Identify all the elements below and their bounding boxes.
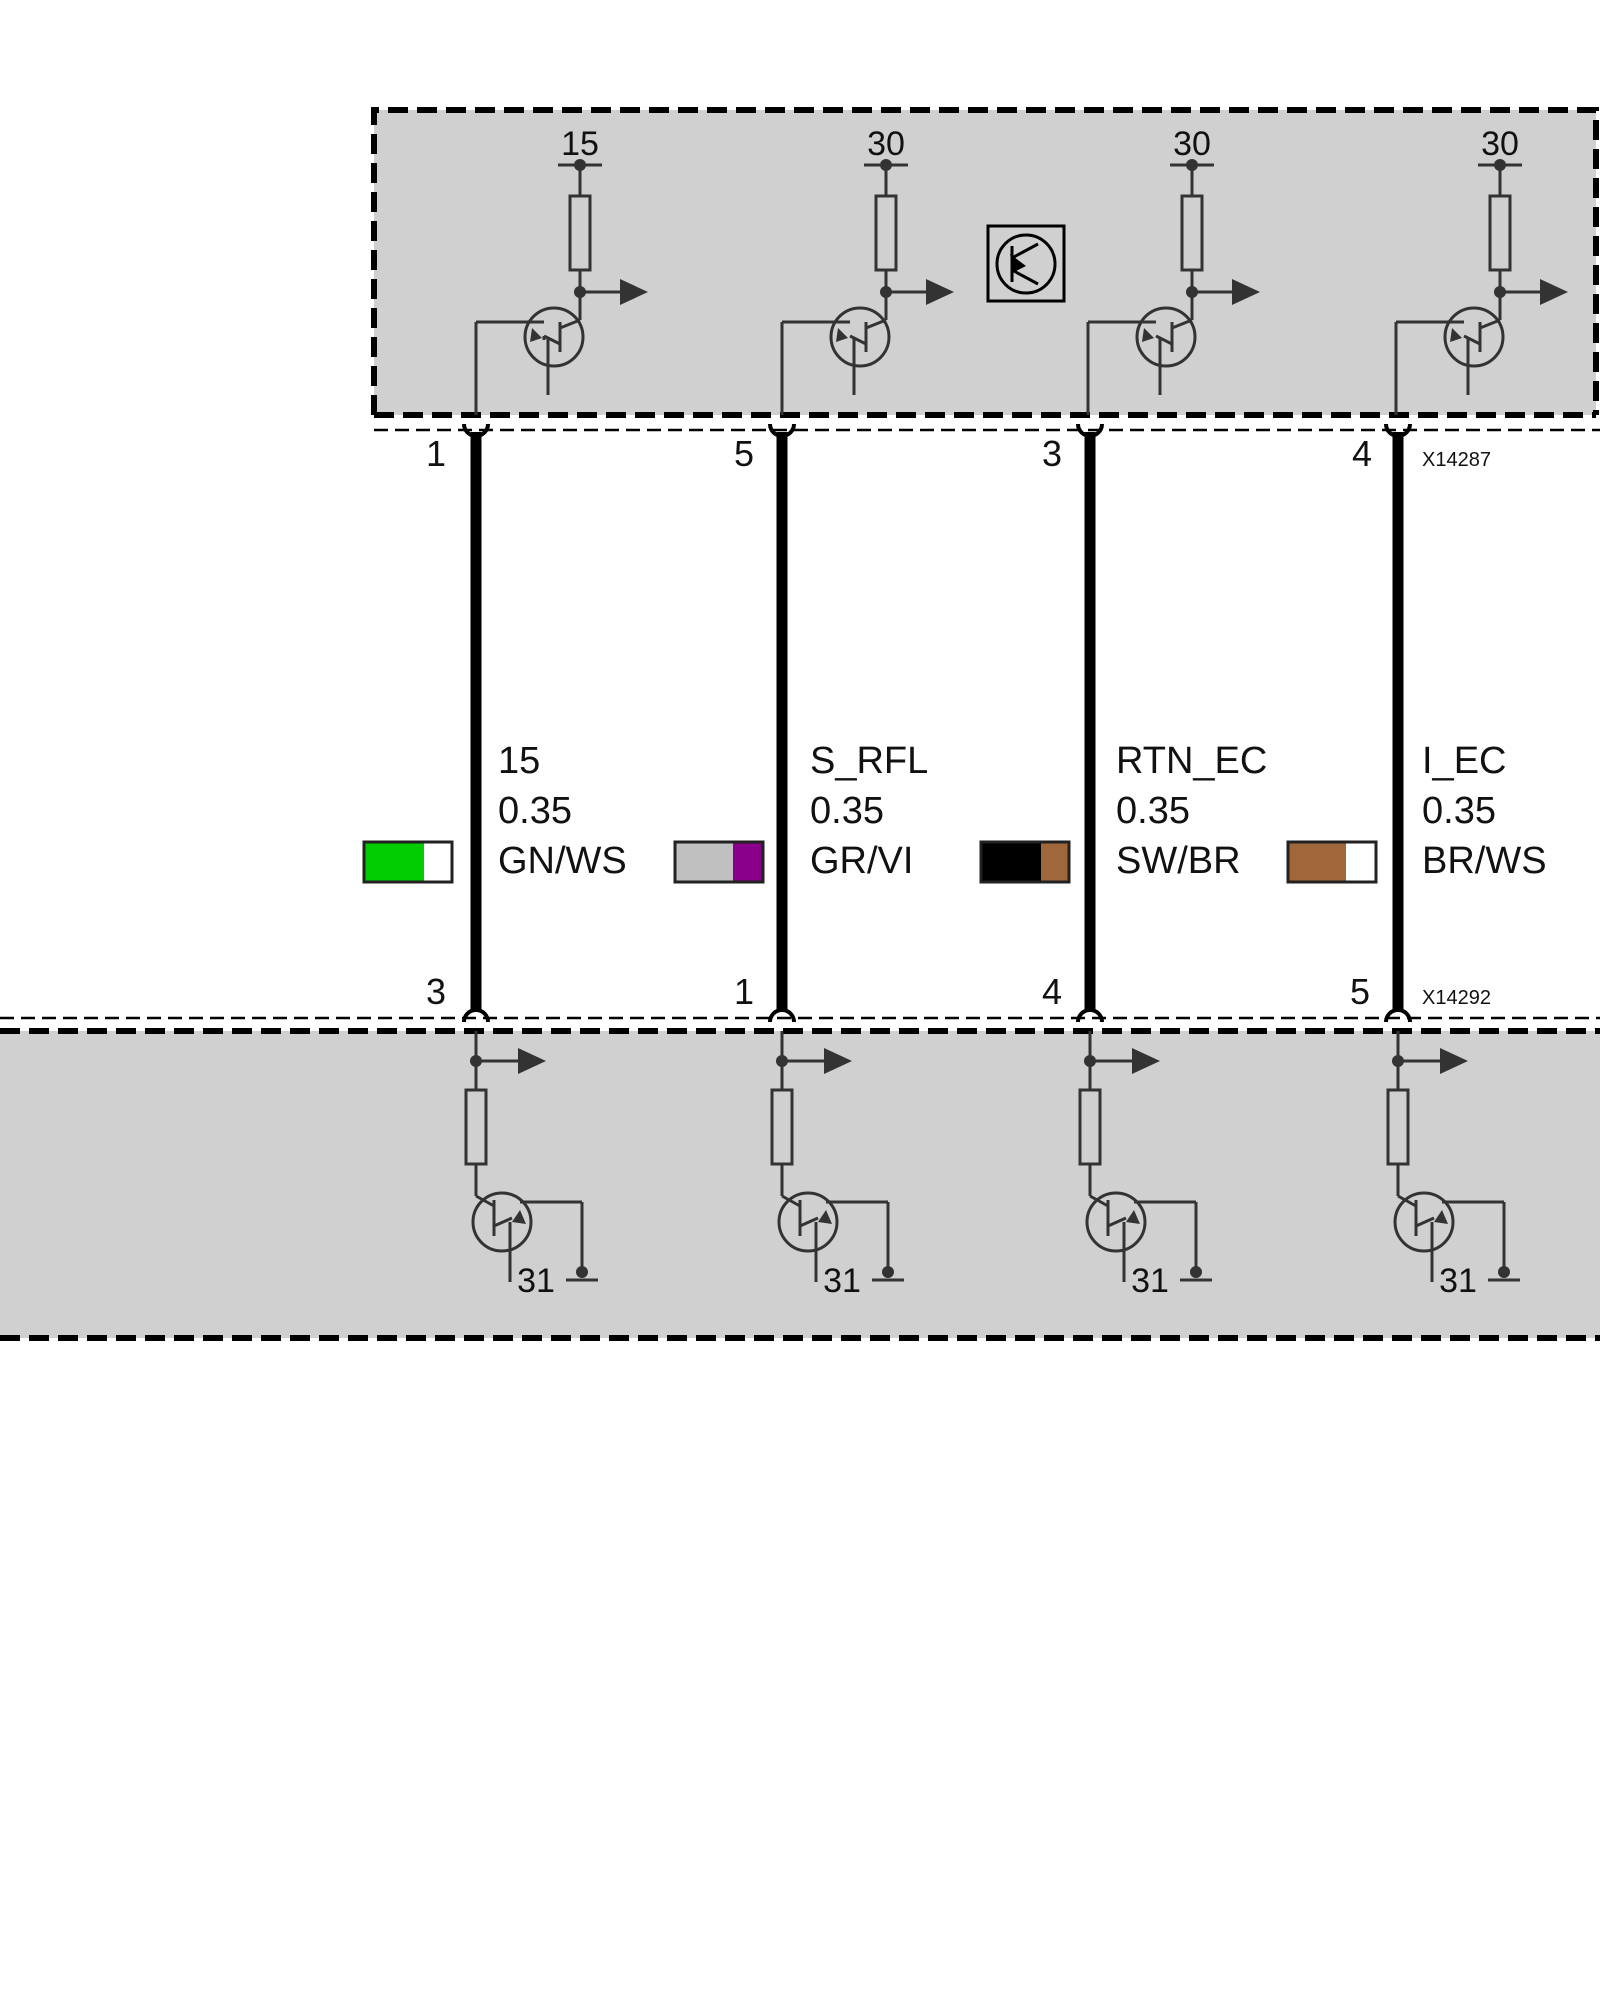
wire-size: 0.35: [498, 790, 572, 832]
transistor-icon: [986, 224, 1066, 303]
wire-label-2: S_RFL 0.35 GR/VI: [673, 740, 928, 884]
swatch-primary: [364, 842, 424, 882]
swatch-stripe: [1346, 842, 1376, 882]
swatch-stripe: [424, 842, 452, 882]
wire-color-swatch: [673, 840, 765, 884]
swatch-primary: [981, 842, 1041, 882]
wire-color-swatch: [979, 840, 1071, 884]
wire-color-code: GR/VI: [810, 840, 913, 882]
top-module-border: [371, 107, 1599, 415]
bottom-pin-number: 3: [426, 971, 446, 1012]
bottom-pin-number: 4: [1042, 971, 1062, 1012]
wire-size: 0.35: [810, 790, 884, 832]
ground-label: 31: [517, 1262, 555, 1300]
pin-terminal: [1384, 1008, 1412, 1023]
bottom-circuit-4: [1386, 1031, 1520, 1282]
top-circuit-1: [474, 159, 648, 415]
wire-signal: I_EC: [1422, 740, 1506, 782]
top-connector-id: X14287: [1422, 449, 1491, 471]
wire-color-code: GN/WS: [498, 840, 627, 882]
bottom-module-fill: [0, 1031, 1600, 1338]
pin-terminal: [1384, 423, 1412, 438]
bottom-circuit-2: [770, 1031, 904, 1282]
wire-color-code: SW/BR: [1116, 840, 1241, 882]
wires: [462, 423, 1412, 1023]
supply-label: 30: [1481, 125, 1519, 163]
wire-label-3: RTN_EC 0.35 SW/BR: [979, 740, 1267, 884]
top-pin-number: 1: [426, 433, 446, 474]
wire-color-code: BR/WS: [1422, 840, 1547, 882]
wire-size: 0.35: [1116, 790, 1190, 832]
wire-color-swatch: [1286, 840, 1378, 884]
ground-label: 31: [1131, 1262, 1169, 1300]
ground-label: 31: [1439, 1262, 1477, 1300]
top-pin-number: 3: [1042, 433, 1062, 474]
bottom-pin-number: 1: [734, 971, 754, 1012]
pin-terminal: [1076, 423, 1104, 438]
pin-terminal: [1076, 1008, 1104, 1023]
top-module: 15 30 30 30: [371, 107, 1600, 432]
wire-color-swatch: [362, 840, 454, 884]
pin-terminal: [768, 423, 796, 438]
pin-terminal: [768, 1008, 796, 1023]
wire-signal: S_RFL: [810, 740, 928, 782]
wire-signal: 15: [498, 740, 540, 782]
top-module-fill: [374, 110, 1596, 415]
swatch-stripe: [1041, 842, 1069, 882]
bottom-circuit-1: [464, 1031, 598, 1282]
top-circuit-4: [1394, 159, 1568, 415]
supply-label: 15: [561, 125, 599, 163]
ground-label: 31: [823, 1262, 861, 1300]
supply-label: 30: [1173, 125, 1211, 163]
top-circuit-3: [1086, 159, 1260, 415]
pin-terminal: [462, 1008, 490, 1023]
top-pin-number: 4: [1352, 433, 1372, 474]
wire-label-1: 15 0.35 GN/WS: [362, 740, 627, 884]
supply-label: 30: [867, 125, 905, 163]
bottom-pin-number: 5: [1350, 971, 1370, 1012]
swatch-primary: [675, 842, 733, 882]
wire-label-4: I_EC 0.35 BR/WS: [1286, 740, 1547, 884]
top-circuit-2: [780, 159, 954, 415]
pin-terminal: [462, 423, 490, 438]
wire-signal: RTN_EC: [1116, 740, 1267, 782]
swatch-stripe: [733, 842, 763, 882]
wire-size: 0.35: [1422, 790, 1496, 832]
bottom-connector-id: X14292: [1422, 987, 1491, 1009]
top-pin-number: 5: [734, 433, 754, 474]
bottom-module: 31 31 31 31: [0, 1016, 1600, 1341]
bottom-circuit-3: [1078, 1031, 1212, 1282]
swatch-primary: [1288, 842, 1346, 882]
